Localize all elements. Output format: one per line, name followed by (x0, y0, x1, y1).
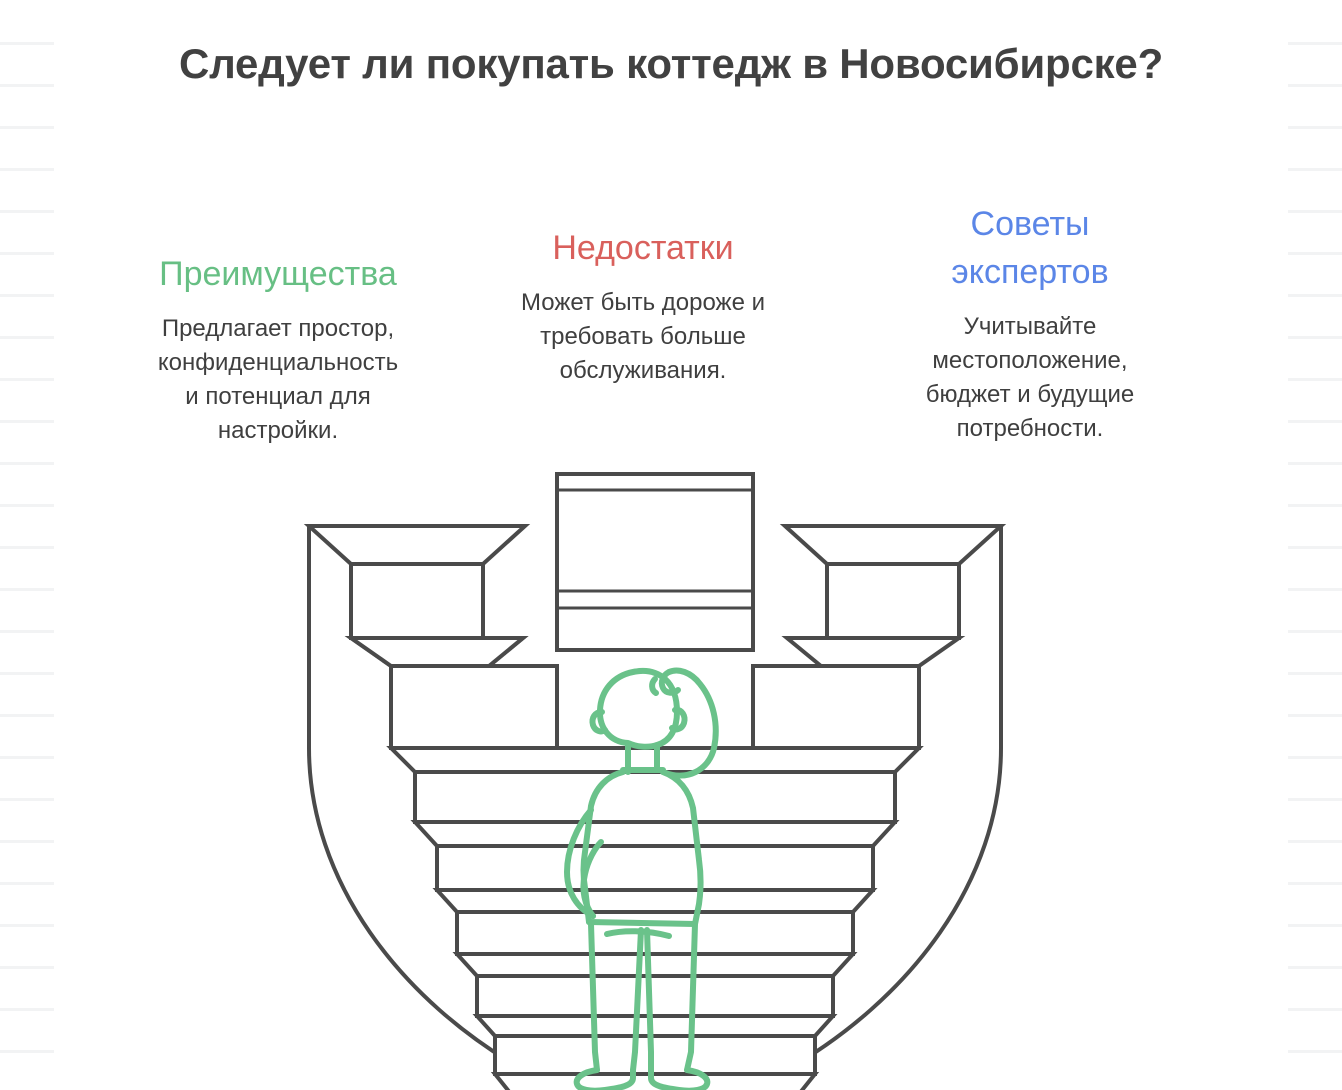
person-forearm (580, 839, 604, 919)
tier-e-face (493, 1034, 817, 1076)
person-figure (564, 667, 719, 1090)
person-bent-arm (564, 807, 596, 919)
person-ear-right (669, 706, 688, 733)
person-waistline (604, 928, 672, 939)
person-torso-right (660, 769, 704, 927)
person-head (596, 667, 680, 750)
tier-d-top (452, 952, 858, 978)
right-upper-step-face (825, 562, 961, 640)
left-upper-step-top (303, 524, 531, 566)
outer-wall-left (309, 526, 523, 1090)
tier-b-face (435, 844, 875, 892)
person-leg-left (588, 921, 600, 1073)
pyramid-steps (303, 472, 1007, 1090)
left-second-step-top-b (344, 636, 529, 668)
column-drawbacks-body: Может быть дороже и требовать больше обс… (520, 289, 766, 384)
tier-b-top (410, 820, 900, 848)
person-shoe-left (573, 1067, 636, 1090)
column-drawbacks: Недостатки Может быть дороже и требовать… (470, 224, 816, 388)
person-fingers (649, 676, 659, 696)
tier-e-top (472, 1014, 838, 1038)
column-advantages-body: Предлагает простор, конфиденциальность и… (157, 315, 399, 444)
center-block (555, 472, 755, 652)
tier-a-face (413, 770, 897, 824)
column-expert-tips-heading: Советы экспертов (951, 205, 1109, 291)
tier-d-face (475, 974, 835, 1018)
tier-c-top (432, 888, 878, 914)
page-title: Следует ли покупать коттедж в Новосибирс… (178, 40, 1164, 87)
person-hand-on-head (658, 669, 681, 696)
column-advantages: Преимущества Предлагает простор, конфиде… (105, 250, 451, 448)
person-raised-arm (660, 667, 719, 779)
person-ear-left (589, 709, 608, 735)
column-expert-tips-body: Учитывайте местоположение, бюджет и буду… (925, 313, 1135, 442)
column-drawbacks-heading: Недостатки (552, 229, 734, 267)
person-leg-right (644, 927, 654, 1073)
right-upper-step-top (779, 524, 1007, 566)
column-expert-tips: Советы экспертов Учитывайте местоположен… (862, 200, 1198, 446)
outer-wall-right (787, 526, 1001, 1090)
left-second-step-face (389, 664, 559, 750)
person-leg-inner-left (630, 927, 644, 1073)
person-leg-outer-right (684, 921, 698, 1073)
person-shirt-hem (586, 919, 698, 927)
left-upper-step-face (349, 562, 485, 640)
outer-wall-right-edge (782, 526, 1003, 1074)
column-advantages-heading: Преимущества (159, 255, 397, 293)
right-second-step-face (751, 664, 921, 750)
stepped-pyramid-illustration (295, 460, 1015, 1090)
outer-wall-left-edge (307, 526, 528, 1074)
person-shoe-right (648, 1067, 711, 1090)
right-second-step-top (781, 636, 966, 668)
stepped-pyramid-svg (303, 472, 1007, 1090)
